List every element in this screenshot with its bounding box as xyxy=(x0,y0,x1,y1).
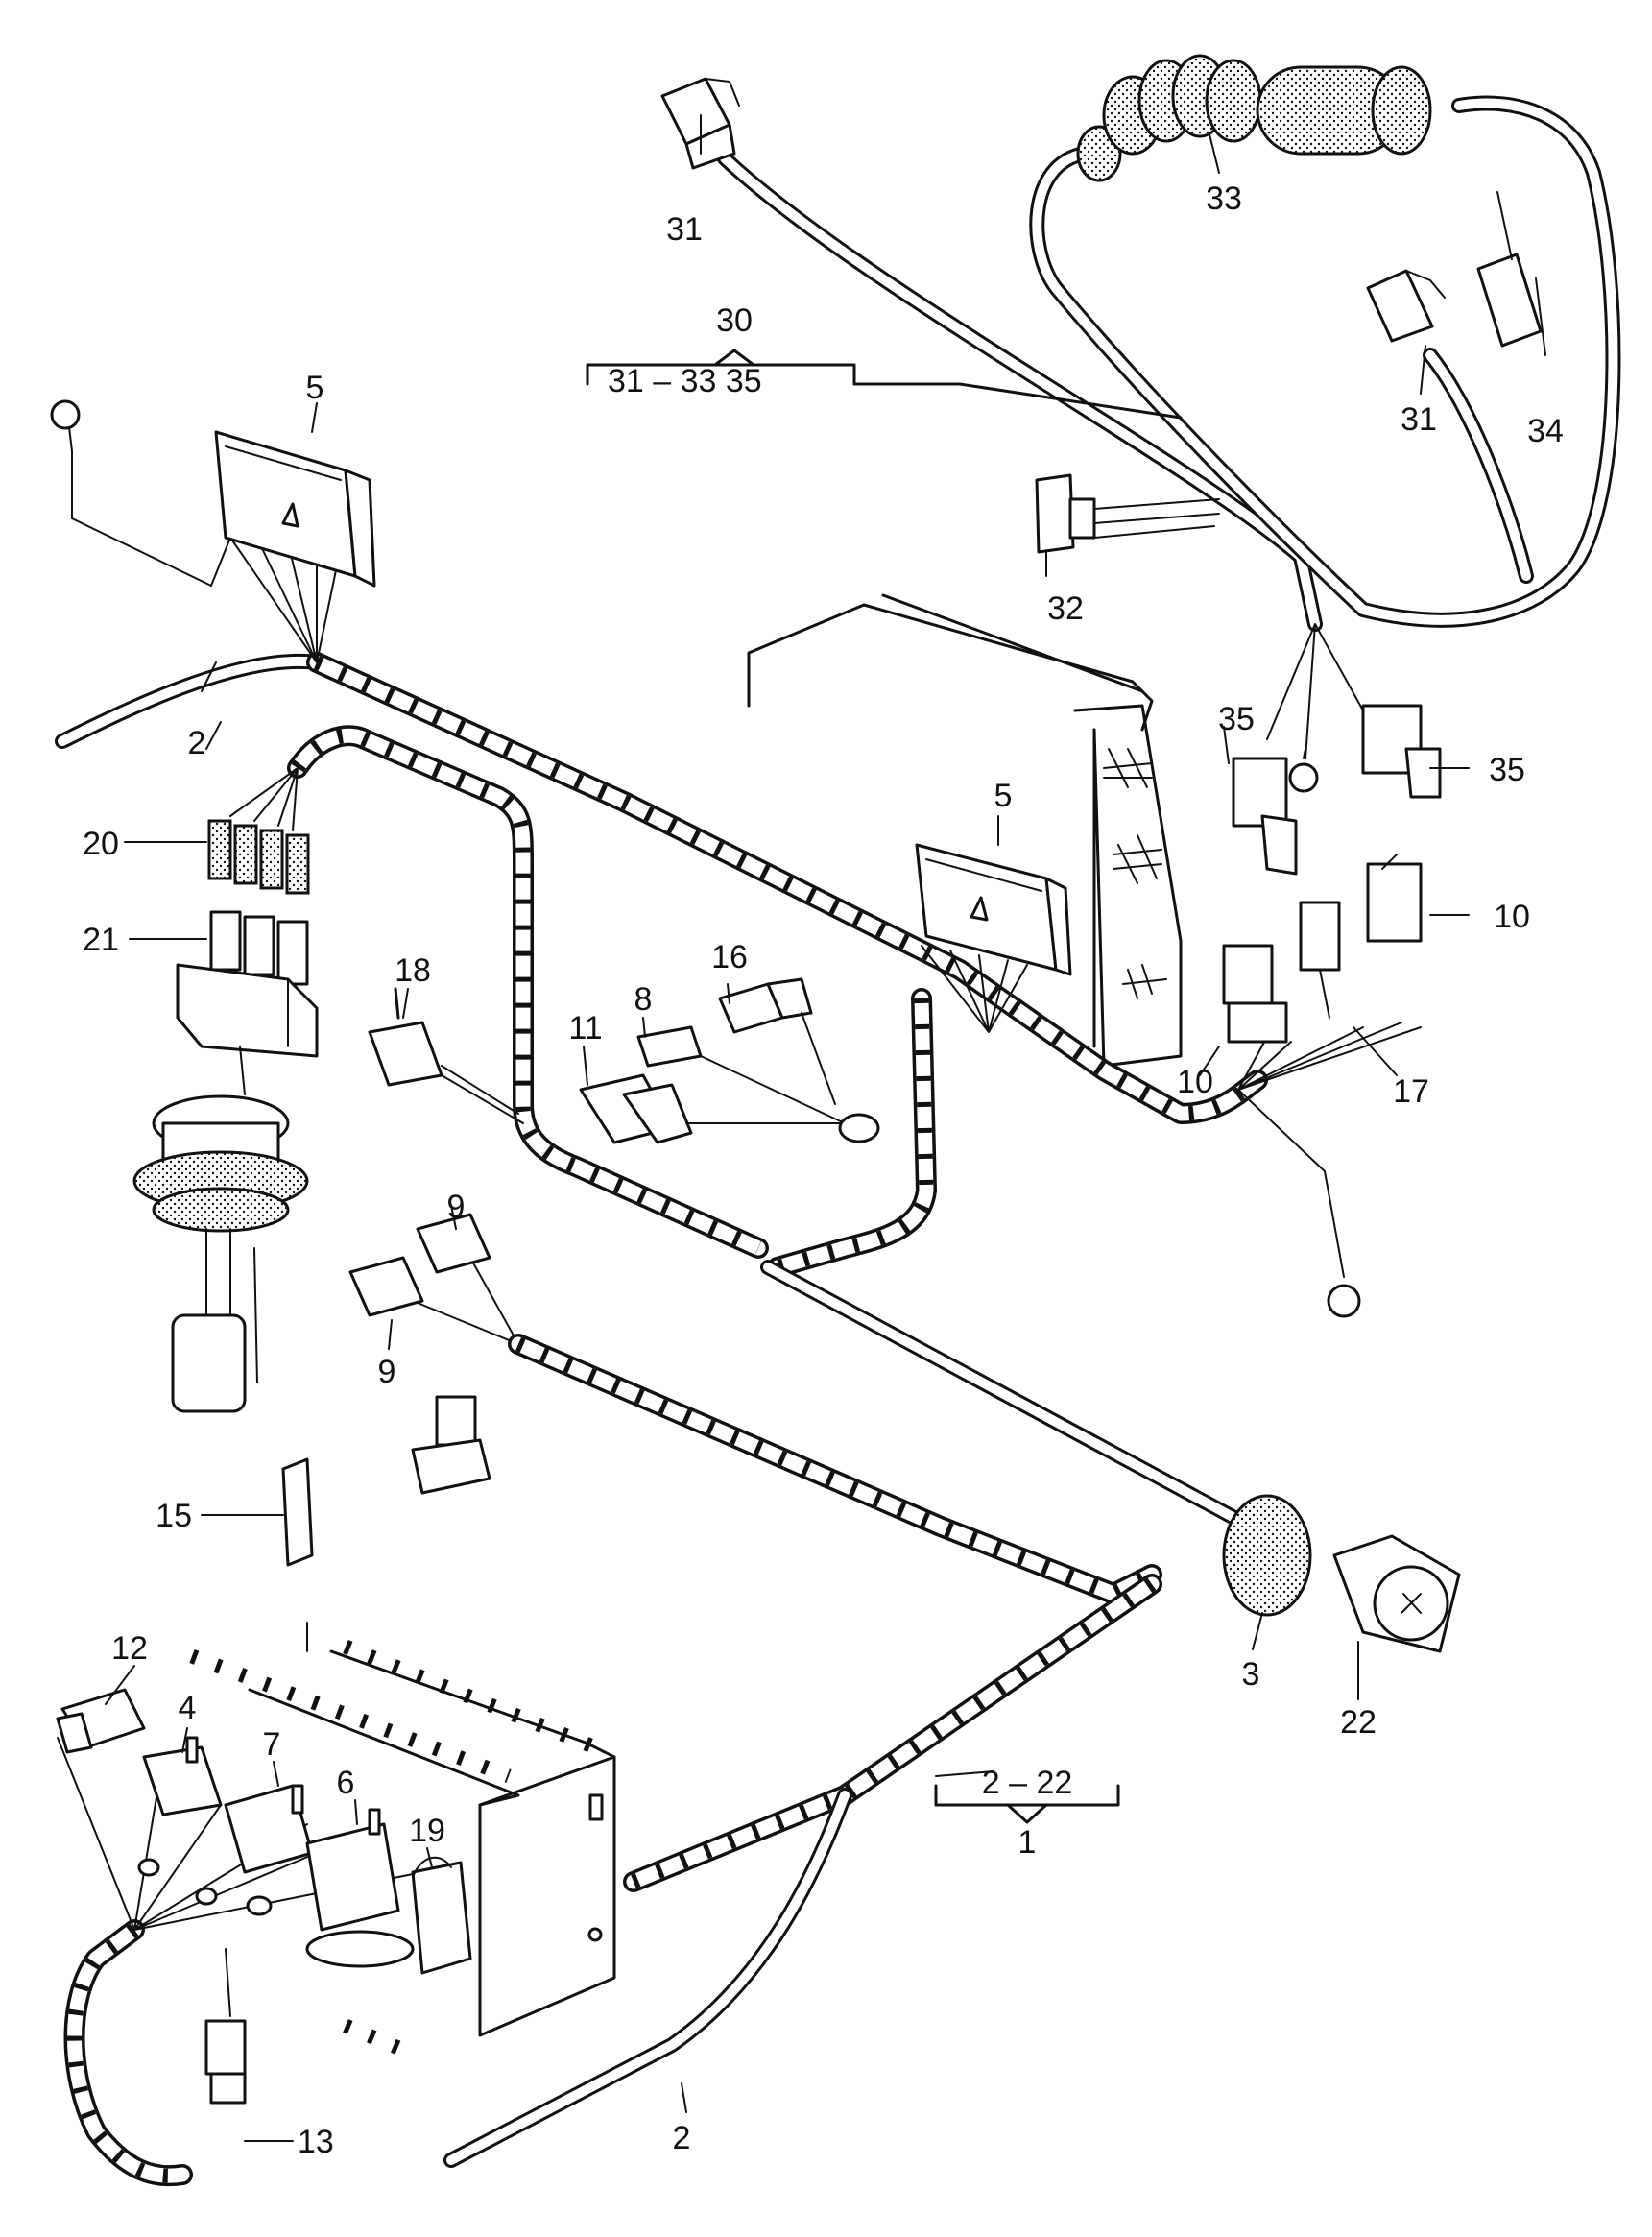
part-label-35-right: 35 xyxy=(1489,752,1525,788)
connector-15 xyxy=(281,1457,314,1652)
part-label-18: 18 xyxy=(395,952,431,989)
connector-12 xyxy=(56,1688,146,1754)
part-label-22: 22 xyxy=(1340,1704,1377,1741)
tail-cable-assembly xyxy=(760,1260,1461,1653)
connector-7 xyxy=(224,1784,314,1874)
central-electrics-box xyxy=(747,593,1183,1068)
connector-5-lower xyxy=(915,843,1072,976)
grommet-33 xyxy=(1076,54,1432,182)
part-label-17: 17 xyxy=(1393,1073,1429,1110)
connector-35-left xyxy=(1232,757,1298,876)
group-label-1: 2 – 22 xyxy=(982,1765,1073,1801)
part-label-7: 7 xyxy=(263,1726,281,1763)
part-label-5-lower: 5 xyxy=(994,778,1013,814)
harness-branch-9 xyxy=(348,1213,1162,1604)
group-bracket-1 xyxy=(934,1784,1120,1824)
tailgate-cable-set xyxy=(586,54,1621,876)
part-label-3: 3 xyxy=(1242,1656,1260,1693)
sensor-component xyxy=(411,1395,491,1495)
part-label-13: 13 xyxy=(298,2124,334,2160)
fuel-pump-assembly xyxy=(132,1046,309,1413)
part-label-9-upper: 9 xyxy=(447,1189,466,1225)
connector-35-right xyxy=(1361,704,1442,799)
connector-31-right xyxy=(1366,269,1446,343)
part-label-10-left: 10 xyxy=(1177,1064,1213,1100)
connector-6 xyxy=(305,1808,415,1968)
part-label-19: 19 xyxy=(409,1813,445,1849)
part-label-20: 20 xyxy=(83,826,119,862)
part-label-12: 12 xyxy=(111,1630,148,1667)
connector-13 xyxy=(204,1948,247,2105)
part-label-2-lower: 2 xyxy=(673,2120,691,2156)
connector-8 xyxy=(636,1025,846,1124)
part-label-33: 33 xyxy=(1206,180,1242,217)
connector-32 xyxy=(1035,473,1220,554)
group-bracket-30 xyxy=(586,349,856,386)
part-label-31-right: 31 xyxy=(1401,401,1437,438)
part-label-16: 16 xyxy=(711,939,748,975)
connector-11 xyxy=(579,1073,846,1144)
part-label-1: 1 xyxy=(1018,1824,1037,1861)
wire-sleeve-b xyxy=(195,1887,218,1906)
connector-18 xyxy=(368,987,524,1124)
part-label-5-upper: 5 xyxy=(306,370,324,406)
part-label-15: 15 xyxy=(156,1498,192,1534)
wire-sleeve-a xyxy=(137,1858,160,1877)
connector-16 xyxy=(718,977,836,1105)
connectors-20-21 xyxy=(176,819,319,1058)
part-label-35-left: 35 xyxy=(1218,701,1255,737)
rear-harness xyxy=(57,1574,1162,2187)
part-label-2-upper: 2 xyxy=(188,725,206,761)
part-label-9-lower: 9 xyxy=(378,1354,396,1390)
connector-34 xyxy=(1476,191,1543,348)
part-label-11: 11 xyxy=(568,1010,602,1046)
part-label-10-right: 10 xyxy=(1494,899,1530,935)
part-label-4: 4 xyxy=(179,1690,197,1726)
relay-carrier xyxy=(189,1640,616,2037)
connector-17 xyxy=(1299,901,1341,1019)
part-label-21: 21 xyxy=(83,922,119,958)
part-label-8: 8 xyxy=(634,981,653,1018)
part-label-31-left: 31 xyxy=(666,211,703,248)
connector-sleeve xyxy=(838,1113,880,1143)
connector-10-right xyxy=(1366,854,1423,943)
connector-19 xyxy=(411,1856,472,1975)
connector-10-left xyxy=(1222,944,1288,1044)
part-label-34: 34 xyxy=(1527,413,1564,449)
wire-sleeve-c xyxy=(246,1895,273,1916)
part-label-30: 30 xyxy=(716,302,753,339)
part-label-32: 32 xyxy=(1047,590,1084,627)
main-wiring-harness xyxy=(50,399,1422,1318)
connector-5-upper xyxy=(214,430,376,588)
part-label-6: 6 xyxy=(337,1765,355,1801)
leader-lines xyxy=(105,114,1546,2142)
connector-31-left xyxy=(660,77,740,170)
group-label-30: 31 – 33 35 xyxy=(608,363,762,399)
